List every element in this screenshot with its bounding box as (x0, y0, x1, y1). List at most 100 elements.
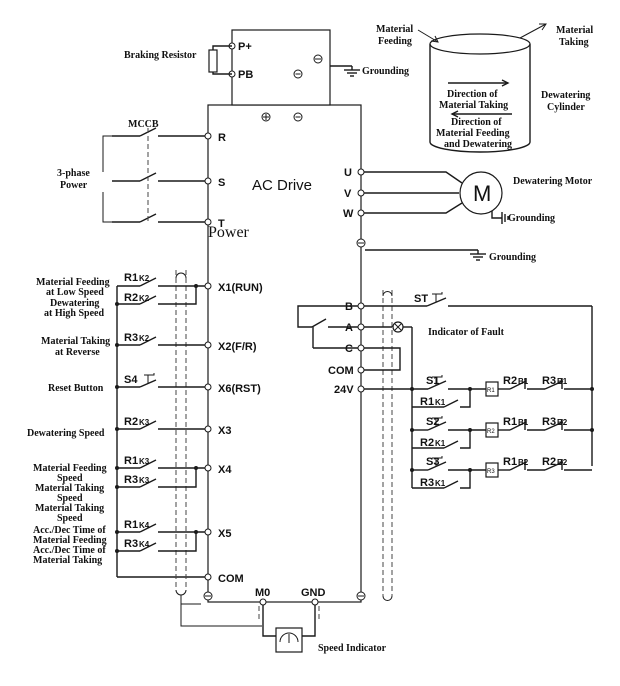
terminal-24v (357, 385, 365, 393)
contact-r3k4-sub: K4 (139, 540, 150, 549)
contact-r2b1-label: R2 (503, 375, 517, 387)
terminal-x3-label: X3 (218, 425, 231, 437)
label-acc-take-line1: Acc./Dec Time of (33, 545, 106, 556)
terminal-com-left-label: COM (218, 573, 244, 585)
material-taking-line2: Taking (559, 37, 589, 48)
terminal-a-label: A (345, 322, 353, 334)
shield-ground-wire (180, 595, 201, 605)
contact-r2b2-label: R2 (542, 456, 556, 468)
terminal-x6-label: X6(RST) (218, 383, 261, 395)
contact-r1b1 (509, 419, 545, 431)
grounding-label-motor: Grounding (508, 213, 555, 224)
terminal-v-label: V (344, 188, 352, 200)
contact-r1k1-sub: K1 (435, 398, 446, 407)
contact-r1k4-sub: K4 (139, 521, 150, 530)
terminal-x2 (204, 341, 212, 349)
pushbutton-s3-label: S3 (426, 456, 439, 468)
label-mf-speed-line2: Speed (57, 473, 83, 484)
reset-button-label: Reset Button (48, 383, 104, 394)
contact-r2k2-sub: K2 (139, 294, 150, 303)
grounding-label-top: Grounding (362, 66, 409, 77)
terminal-24v-label: 24V (334, 384, 354, 396)
terminal-com-left (204, 573, 212, 581)
terminal-r (204, 132, 212, 140)
three-phase-label-line2: Power (60, 180, 88, 191)
terminal-r-label: R (218, 132, 226, 144)
braking-unit-box (231, 29, 331, 106)
dewatering-cylinder-line2: Cylinder (547, 102, 585, 113)
pushbutton-s2-icon (427, 416, 486, 431)
contact-r2k1-label: R2 (420, 437, 434, 449)
label-mt-rev-line1: Material Taking (41, 336, 110, 347)
pushbutton-s4-label: S4 (124, 374, 138, 386)
terminal-v (357, 189, 365, 197)
terminal-pb-label: PB (238, 69, 253, 81)
terminal-gnd-label: GND (301, 587, 326, 599)
contact-r2k3 (115, 420, 205, 431)
contact-r3k4-label: R3 (124, 538, 138, 550)
terminal-x1-label: X1(RUN) (218, 282, 263, 294)
contact-r2b2-sub: B2 (557, 458, 568, 467)
three-phase-label-line1: 3-phase (57, 168, 90, 179)
stop-pushbutton-icon (426, 292, 592, 307)
contact-r3k1 (412, 468, 472, 489)
terminal-gnd (311, 598, 319, 606)
dewatering-cylinder-line1: Dewatering (541, 90, 590, 101)
contact-r3k2-label: R3 (124, 332, 138, 344)
contact-r3b2-label: R3 (542, 416, 556, 428)
contact-r3b1 (544, 378, 592, 390)
terminal-s (204, 177, 212, 185)
label-mt-speed-b-line1: Material Taking (35, 503, 104, 514)
ac-drive-power-label: Power (208, 224, 250, 241)
terminal-w-label: W (343, 208, 354, 220)
label-mt-speed-a-line2: Speed (57, 493, 83, 504)
material-feeding-line2: Feeding (378, 36, 412, 47)
contact-r2b2 (544, 459, 592, 471)
terminal-b-label: B (345, 301, 353, 313)
contact-r1k1 (412, 387, 472, 408)
terminal-c (357, 344, 365, 352)
contact-r2k1-sub: K1 (435, 439, 446, 448)
arrow-icon (417, 29, 439, 43)
braking-resistor-label: Braking Resistor (124, 50, 197, 61)
contact-r3k2-sub: K2 (139, 334, 150, 343)
contact-r3k3 (115, 466, 198, 489)
mccb-label: MCCB (128, 119, 159, 130)
direction-feeding-line2: Material Feeding (436, 128, 510, 139)
pushbutton-s1-label: S1 (426, 375, 439, 387)
pushbutton-s3-icon (427, 456, 486, 471)
ac-drive-title: AC Drive (252, 177, 312, 194)
contact-r1k3-label: R1 (124, 455, 138, 467)
terminal-x4-label: X4 (218, 464, 232, 476)
contact-r3k1-label: R3 (420, 477, 434, 489)
contact-r1k2-label: R1 (124, 272, 138, 284)
contact-r3k1-sub: K1 (435, 479, 446, 488)
contact-r1b2 (509, 459, 545, 471)
contact-r3k3-label: R3 (124, 474, 138, 486)
indicator-of-fault-label: Indicator of Fault (428, 327, 505, 338)
terminal-b (357, 302, 365, 310)
terminal-c-label: C (345, 343, 353, 355)
direction-taking-line2: Material Taking (439, 100, 508, 111)
pushbutton-s2-label: S2 (426, 416, 439, 428)
contact-r3b1-sub: B1 (557, 377, 568, 386)
contact-r2b1 (509, 378, 545, 390)
speed-indicator-label: Speed Indicator (318, 643, 387, 654)
contact-r1b1-sub: B1 (518, 418, 529, 427)
terminal-a (357, 323, 365, 331)
dewatering-motor-label: Dewatering Motor (513, 176, 593, 187)
contact-r3b2 (544, 419, 592, 431)
relay-coil-r3-label: R3 (487, 469, 495, 475)
contact-r3k3-sub: K3 (139, 476, 150, 485)
direction-feeding-line1: Direction of (451, 117, 502, 128)
terminal-x4 (204, 464, 212, 472)
label-mt-speed-a-line1: Material Taking (35, 483, 104, 494)
grounding-label-drive: Grounding (489, 252, 536, 263)
contact-r1k3-sub: K3 (139, 457, 150, 466)
terminal-x5-label: X5 (218, 528, 231, 540)
terminal-u-label: U (344, 167, 352, 179)
label-acc-feed-line2: Material Feeding (33, 535, 107, 546)
contact-r2k2-label: R2 (124, 292, 138, 304)
contact-r1b2-label: R1 (503, 456, 517, 468)
